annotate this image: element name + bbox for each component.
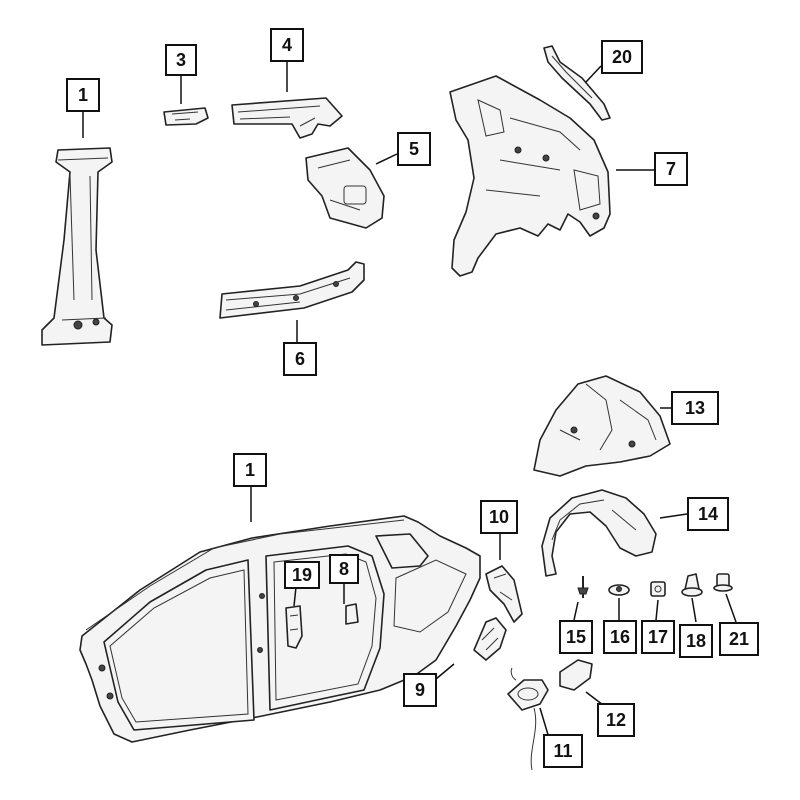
part-16-clip[interactable] — [608, 584, 630, 596]
callout-6[interactable]: 6 — [283, 342, 317, 376]
part-20-strip[interactable] — [543, 45, 611, 121]
part-3-bracket[interactable] — [163, 107, 209, 126]
callout-4[interactable]: 4 — [270, 28, 304, 62]
part-11-fuel-housing[interactable] — [507, 667, 549, 771]
callout-3[interactable]: 3 — [165, 44, 197, 76]
part-19-bracket[interactable] — [285, 605, 303, 649]
callout-8[interactable]: 8 — [329, 554, 359, 584]
callout-1[interactable]: 1 — [233, 453, 267, 487]
callout-10[interactable]: 10 — [480, 500, 518, 534]
callout-18[interactable]: 18 — [679, 624, 713, 658]
callout-17[interactable]: 17 — [641, 620, 675, 654]
callout-15[interactable]: 15 — [559, 620, 593, 654]
callout-19[interactable]: 19 — [284, 561, 320, 589]
part-1-body-side[interactable] — [79, 515, 481, 743]
part-2-b-pillar[interactable] — [41, 147, 113, 346]
part-21-push-pin[interactable] — [713, 573, 733, 592]
part-13-wheelhouse-inner[interactable] — [533, 375, 671, 477]
part-5-bracket[interactable] — [305, 147, 385, 229]
callout-9[interactable]: 9 — [403, 673, 437, 707]
callout-13[interactable]: 13 — [671, 391, 719, 425]
part-9-pocket[interactable] — [473, 617, 507, 661]
callout-2[interactable]: 1 — [66, 78, 100, 112]
callout-20[interactable]: 20 — [601, 40, 643, 74]
part-4-roof-rail[interactable] — [231, 97, 343, 139]
leader-lines — [82, 60, 737, 739]
callout-21[interactable]: 21 — [719, 622, 759, 656]
part-10-bracket[interactable] — [485, 565, 523, 623]
callout-14[interactable]: 14 — [687, 497, 729, 531]
part-6-sill[interactable] — [219, 261, 365, 319]
part-12-fuel-door[interactable] — [559, 659, 593, 691]
part-7-quarter-inner[interactable] — [449, 75, 611, 277]
callout-16[interactable]: 16 — [603, 620, 637, 654]
part-18-push-pin[interactable] — [681, 573, 703, 597]
part-8-bracket[interactable] — [345, 603, 359, 625]
callout-7[interactable]: 7 — [654, 152, 688, 186]
part-14-liner[interactable] — [541, 489, 657, 577]
part-17-nut[interactable] — [650, 581, 666, 597]
part-15-stud[interactable] — [577, 576, 589, 598]
callout-12[interactable]: 12 — [597, 703, 635, 737]
callout-5[interactable]: 5 — [397, 132, 431, 166]
callout-11[interactable]: 11 — [543, 734, 583, 768]
